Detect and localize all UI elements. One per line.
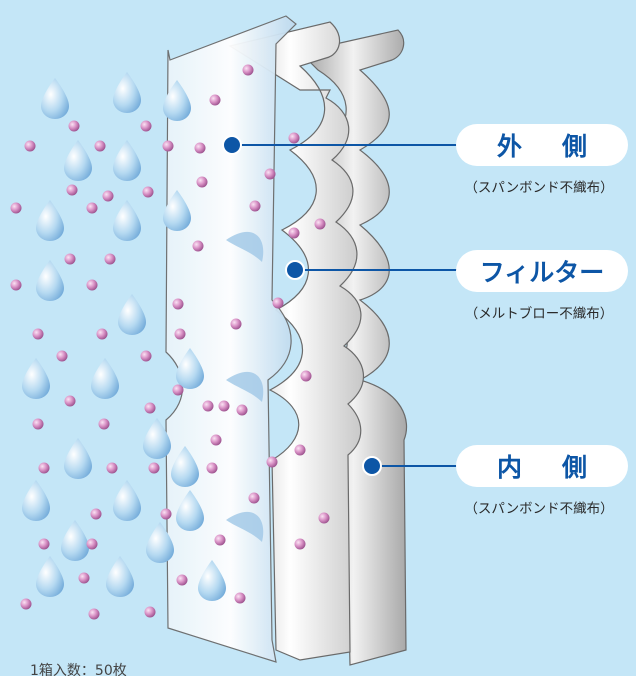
particle-group xyxy=(10,64,330,620)
outer-side-material: （スパンボンド不織布） xyxy=(464,180,614,196)
droplet-group xyxy=(22,72,226,601)
leader-lines xyxy=(232,144,458,467)
box-quantity-note: 1箱入数：50枚 xyxy=(30,663,127,676)
filter-label: フィルター xyxy=(456,250,628,292)
leader-dots xyxy=(222,135,382,476)
filter-material: （メルトブロー不織布） xyxy=(464,306,614,322)
outer-side-label: 外側 xyxy=(456,124,628,166)
inner-side-label: 内側 xyxy=(456,445,628,487)
filter-layer xyxy=(228,21,364,661)
inner-side-material: （スパンボンド不織布） xyxy=(464,501,614,517)
